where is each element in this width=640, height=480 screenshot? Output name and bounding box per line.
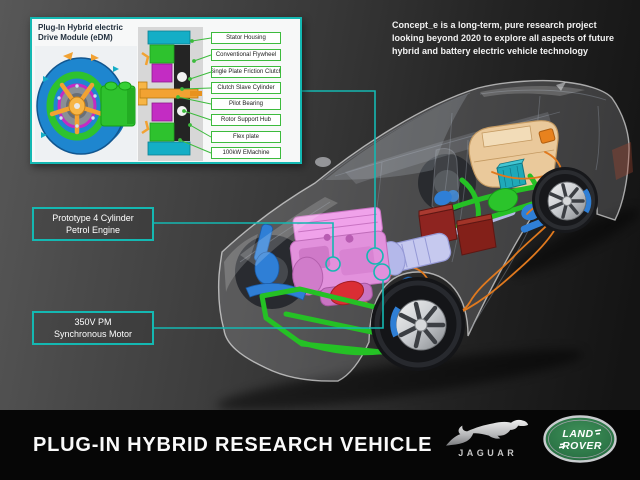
fuel-tank	[468, 120, 559, 189]
antenna-fin	[556, 82, 566, 91]
edm-part-label-conventional-flywheel: Conventional Flywheel	[211, 49, 281, 61]
front-wheel	[371, 277, 465, 371]
rear-wheel	[532, 167, 598, 233]
motor-callout-box: 350V PM Synchronous Motor	[32, 311, 154, 345]
jaguar-leaper-icon	[446, 419, 529, 446]
slide-title: PLUG-IN HYBRID RESEARCH VEHICLE	[33, 433, 433, 456]
edm-part-label-clutch-slave-cylinder: Clutch Slave Cylinder	[211, 82, 281, 94]
edm-inset-title-line1: Plug-In Hybrid electric	[38, 23, 123, 32]
ground-shadow	[216, 208, 640, 411]
edm-inset-title-line2: Drive Module (eDM)	[38, 33, 113, 43]
edm-part-label-stator-housing: Stator Housing	[211, 32, 281, 44]
edm-inset-title: Plug-In Hybrid electric Drive Module (eD…	[38, 23, 123, 44]
edm-3d-render-image	[35, 46, 137, 160]
edm-part-label-rotor-support-hub: Rotor Support Hub	[211, 114, 281, 126]
land-rover-text-land: LAND	[562, 428, 593, 440]
jaguar-wordmark: JAGUAR	[458, 448, 518, 458]
project-description-line2: looking beyond 2020 to explore all aspec…	[392, 33, 615, 44]
edm-cross-section-image	[138, 27, 203, 161]
land-rover-logo: LAND ROVER	[543, 415, 617, 463]
charger-unit	[496, 158, 527, 191]
taillight	[612, 142, 633, 180]
engine-callout-line1: Prototype 4 Cylinder	[52, 212, 134, 223]
motor-callout-line2: Synchronous Motor	[53, 329, 133, 339]
bolt-dots	[57, 84, 97, 128]
edm-part-label-100kw-emachine: 100kW EMachine	[211, 147, 281, 159]
engine-callout-box: Prototype 4 Cylinder Petrol Engine	[32, 207, 154, 241]
cad-arrows	[41, 66, 119, 138]
project-description: Concept_e is a long-term, pure research …	[392, 19, 614, 58]
land-rover-dashes	[558, 429, 602, 449]
edm-part-label-pilot-bearing: Pilot Bearing	[211, 98, 281, 110]
project-description-line3: hybrid and battery electric vehicle tech…	[392, 46, 589, 57]
side-mirror	[315, 157, 331, 167]
footer-bar: PLUG-IN HYBRID RESEARCH VEHICLE	[0, 410, 640, 480]
edm-inset-panel: Plug-In Hybrid electric Drive Module (eD…	[30, 17, 302, 164]
rear-suspension	[434, 190, 546, 233]
land-rover-text-rover: ROVER	[562, 440, 602, 452]
fuel-pump	[538, 128, 556, 144]
rear-differential	[487, 188, 519, 212]
engine-callout-line2: Petrol Engine	[65, 225, 121, 235]
project-description-line1: Concept_e is a long-term, pure research …	[392, 20, 597, 30]
edm-part-label-single-plate-friction-clutch: Single Plate Friction Clutch	[211, 66, 281, 78]
edm-leader-lines	[176, 37, 212, 154]
edm-part-label-flex-plate: Flex plate	[211, 131, 281, 143]
motor-callout-line1: 350V PM	[74, 316, 112, 327]
jaguar-logo: JAGUAR	[443, 417, 529, 463]
